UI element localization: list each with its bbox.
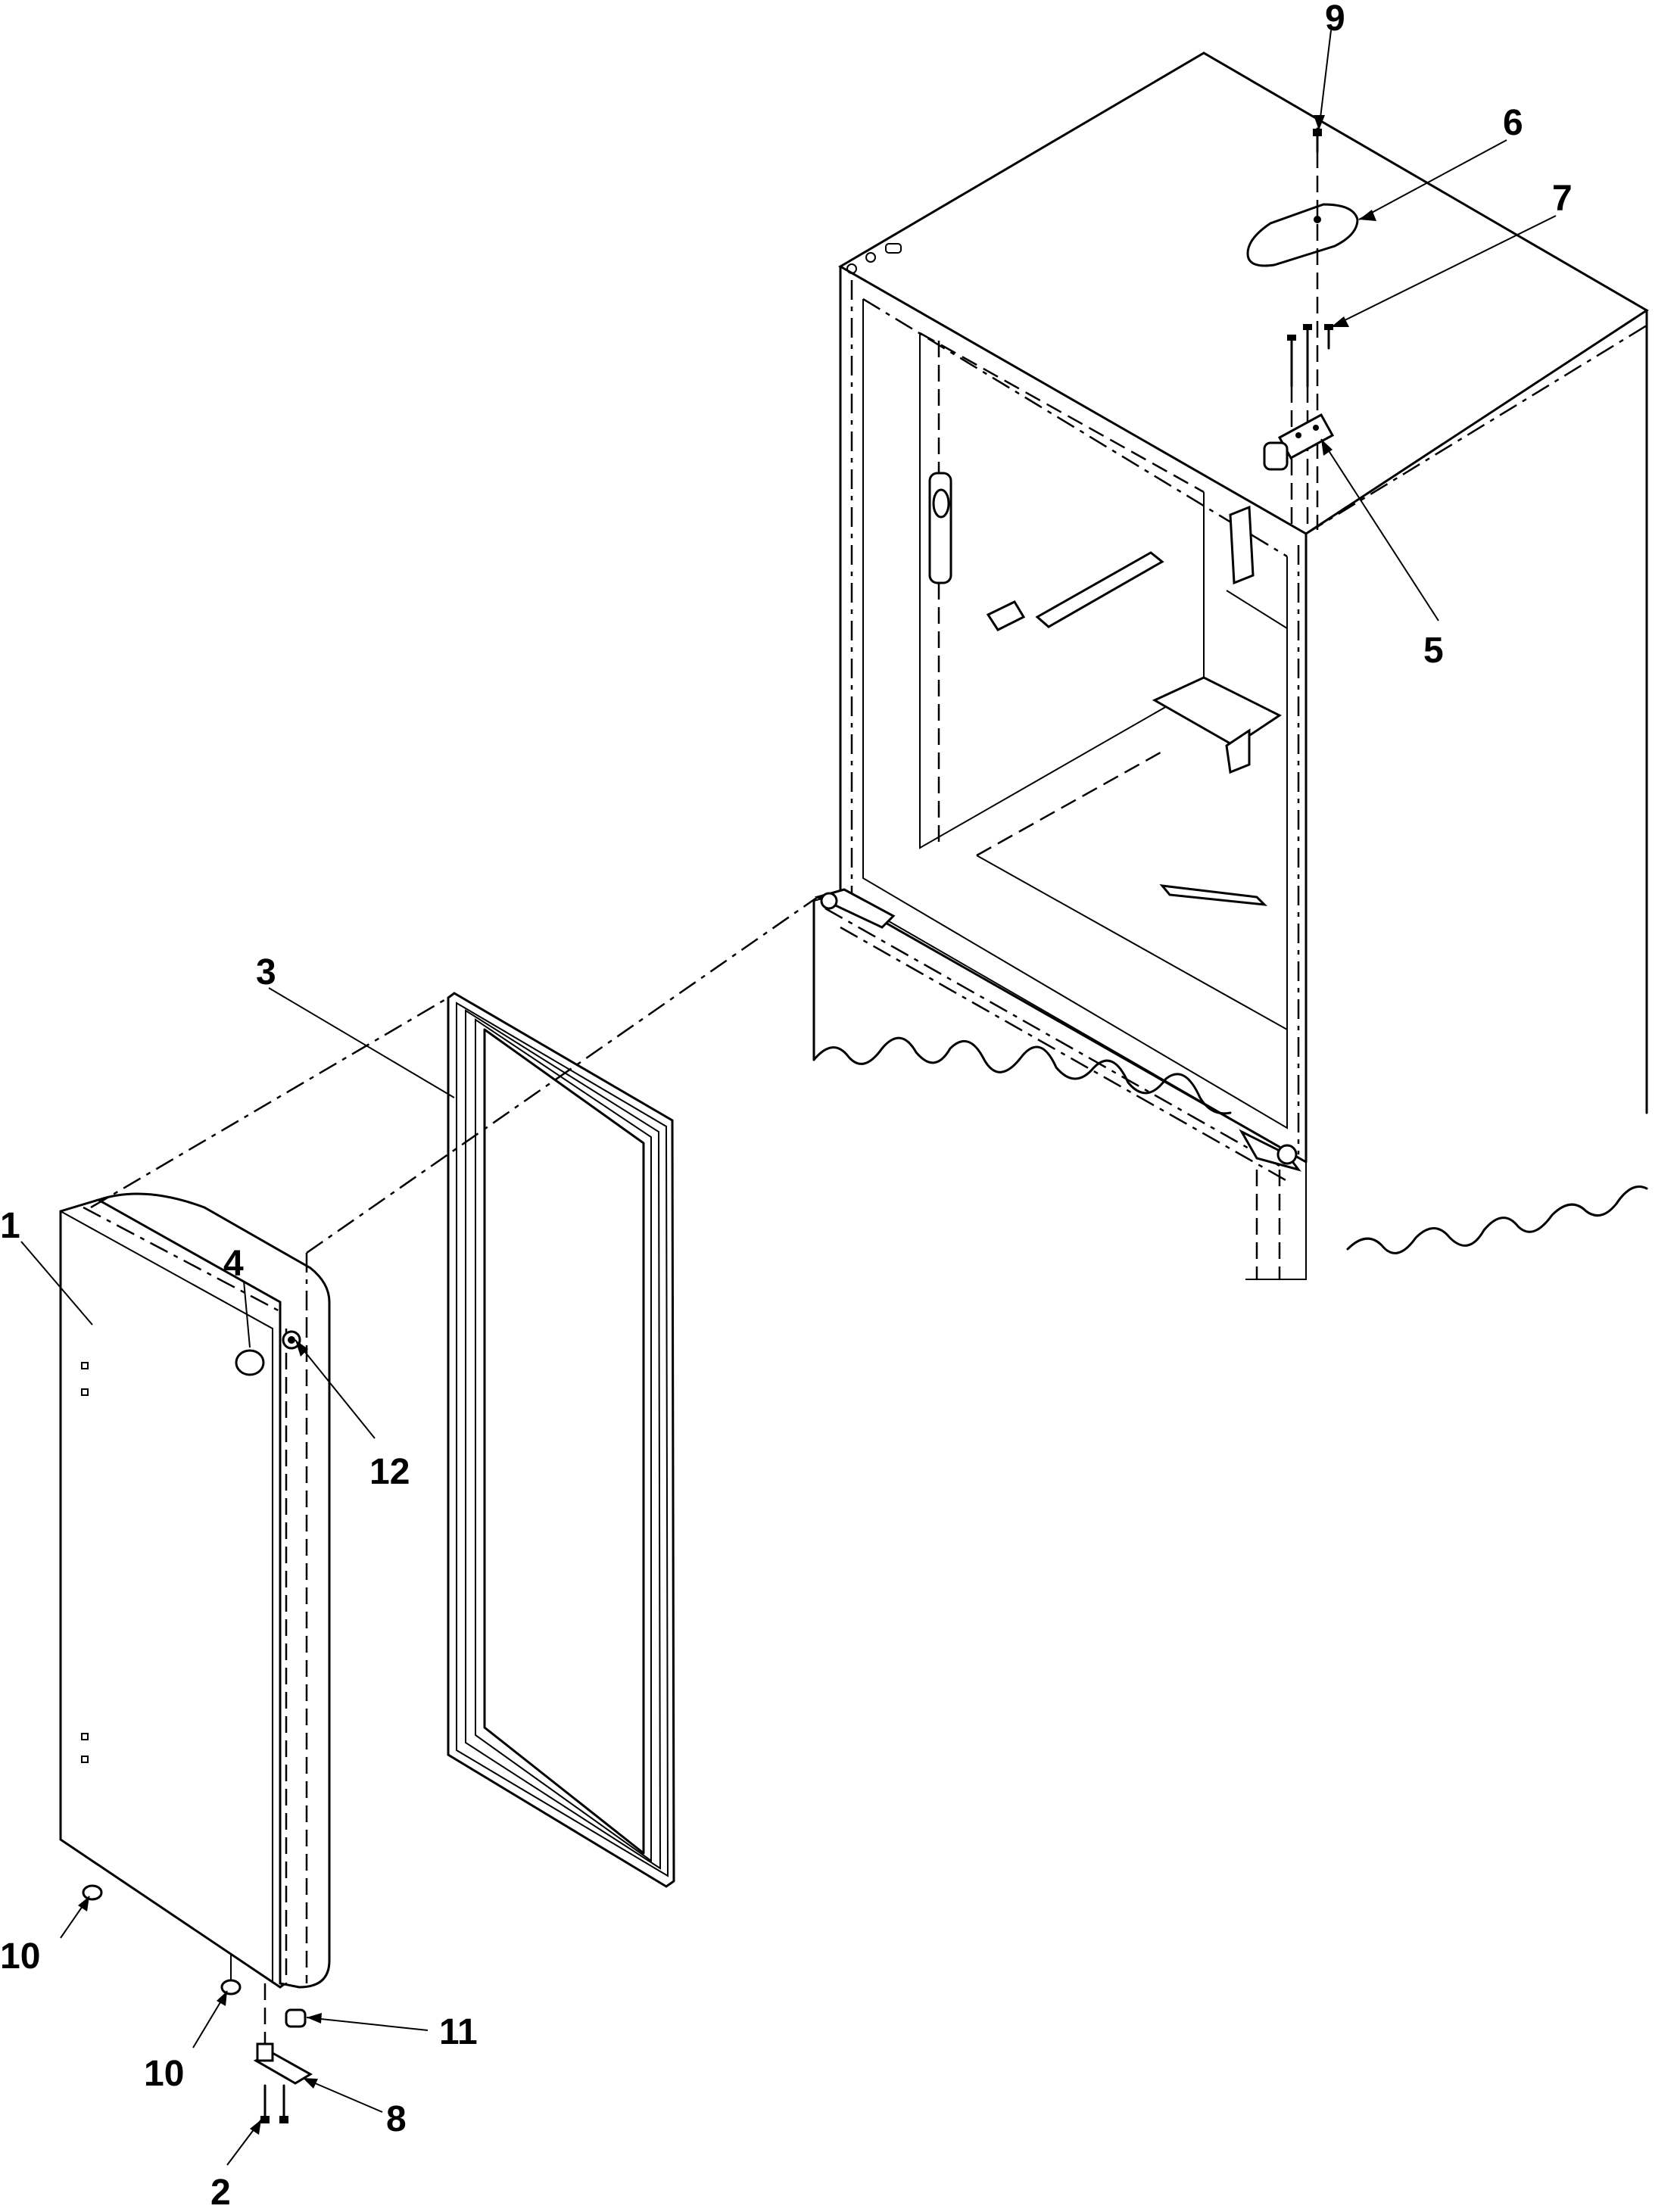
door-gasket [447,992,675,1888]
top-hinge-assembly [1246,127,1359,530]
callout-10-lower: 10 [144,2054,184,2094]
callout-1: 1 [0,1206,20,1246]
callout-4: 4 [223,1244,244,1284]
callout-2: 2 [210,2173,231,2212]
callout-9: 9 [1325,0,1345,39]
callout-6: 6 [1503,103,1523,143]
callout-5: 5 [1423,631,1444,671]
callout-labels: 9 6 7 5 3 1 4 12 10 10 11 8 2 [0,0,1573,2212]
refrigerator-cabinet [812,51,1649,1280]
callout-12: 12 [369,1452,410,1492]
callout-3: 3 [256,952,276,992]
callout-10-upper: 10 [0,1936,40,1977]
bottom-hinge-hardware [82,1884,313,2123]
callout-7: 7 [1552,179,1573,219]
callout-11: 11 [439,2012,478,2052]
leader-lines [20,30,1557,2166]
callout-8: 8 [386,2099,407,2139]
door-panel [59,896,818,1989]
